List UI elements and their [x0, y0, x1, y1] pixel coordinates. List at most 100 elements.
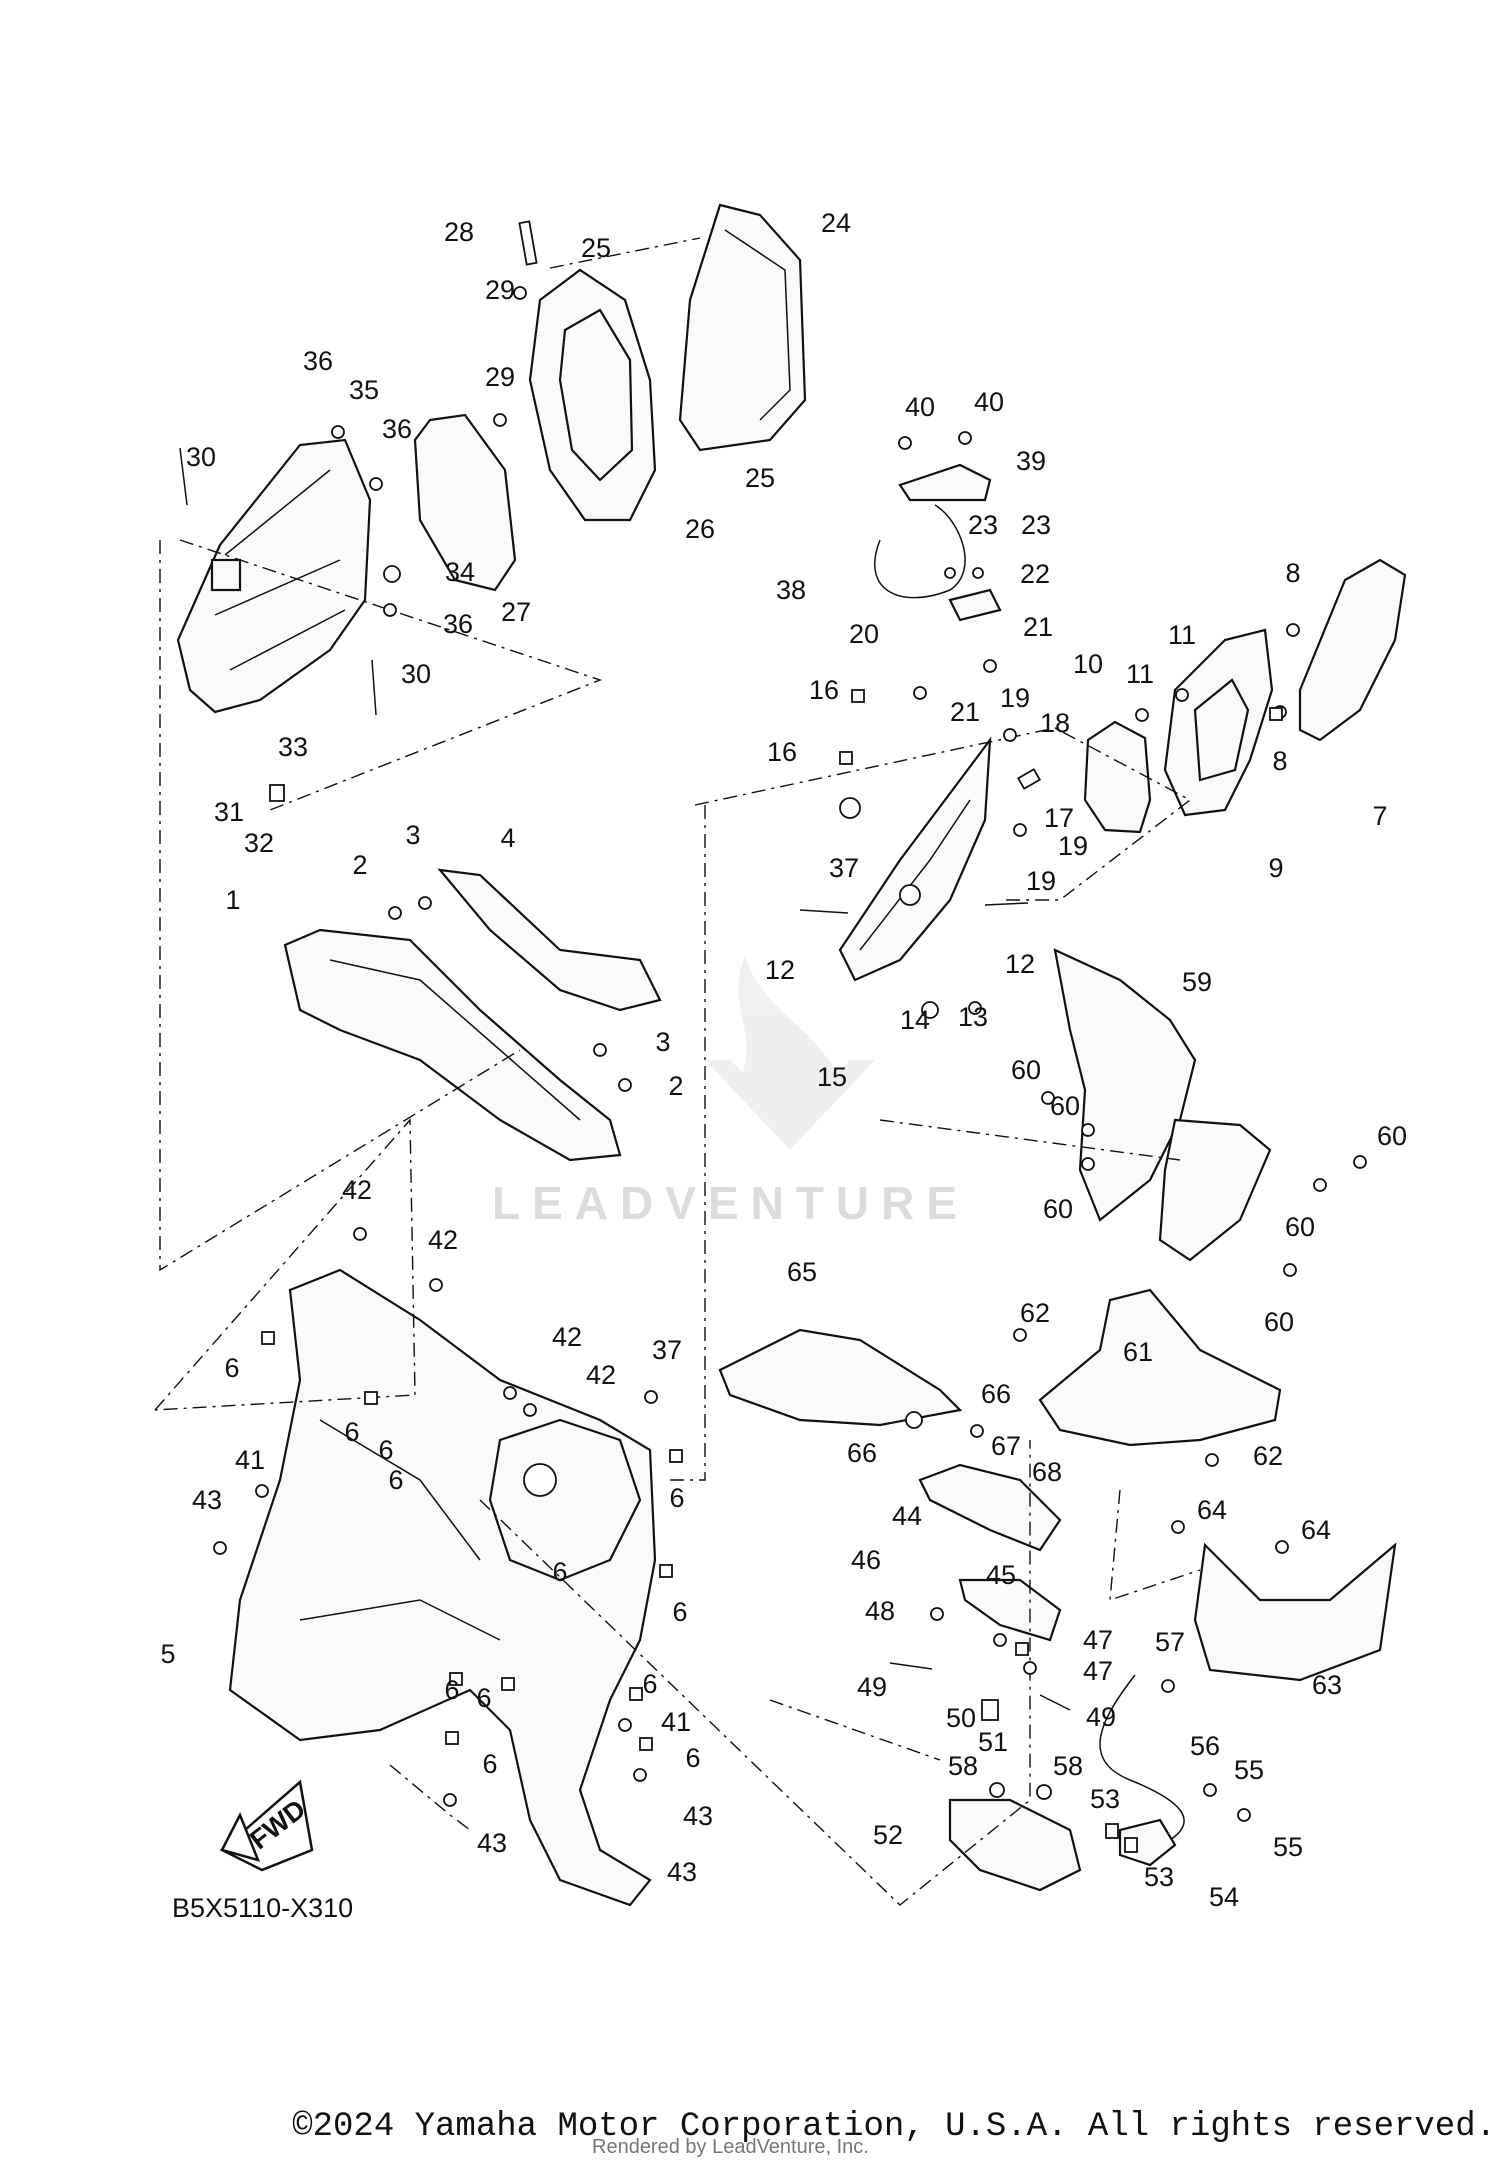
part-38-cable	[874, 504, 966, 599]
callout-42: 42	[552, 1322, 582, 1352]
callout-22: 22	[1020, 559, 1050, 589]
callout-56: 56	[1190, 1731, 1220, 1761]
part-28-pin	[518, 220, 538, 266]
callout-52: 52	[873, 1820, 903, 1850]
callout-15: 15	[817, 1062, 847, 1092]
callout-43: 43	[477, 1828, 507, 1858]
part-7-cover	[1298, 558, 1407, 742]
callout-49: 49	[1086, 1702, 1116, 1732]
callout-68: 68	[1032, 1457, 1062, 1487]
part-24-panel	[678, 203, 807, 452]
callout-28: 28	[444, 217, 474, 247]
callout-29: 29	[485, 275, 515, 305]
part-39-bracket	[898, 463, 992, 502]
callout-31: 31	[214, 797, 244, 827]
callout-46: 46	[851, 1545, 881, 1575]
callout-18: 18	[1040, 708, 1070, 738]
fwd-arrow-icon: FWD	[219, 1779, 314, 1872]
callout-8: 8	[1285, 558, 1300, 588]
callout-27: 27	[501, 597, 531, 627]
callout-60: 60	[1050, 1091, 1080, 1121]
callout-42: 42	[586, 1360, 616, 1390]
part-56-harness	[1099, 1674, 1185, 1841]
callout-29: 29	[485, 362, 515, 392]
callout-23: 23	[1021, 510, 1051, 540]
callout-6: 6	[669, 1483, 684, 1513]
part-1-bracket	[283, 928, 622, 1162]
callout-41: 41	[235, 1445, 265, 1475]
callout-6: 6	[444, 1675, 459, 1705]
callout-64: 64	[1197, 1495, 1227, 1525]
callout-16: 16	[767, 737, 797, 767]
watermark: LEADVENTURE	[492, 1177, 970, 1229]
callout-19: 19	[1000, 683, 1030, 713]
callout-11: 11	[1168, 620, 1196, 650]
callout-12: 12	[765, 955, 795, 985]
callout-5: 5	[160, 1639, 175, 1669]
part-61-cover	[1038, 1288, 1282, 1447]
callout-42: 42	[342, 1175, 372, 1205]
callout-30: 30	[401, 659, 431, 689]
callout-36: 36	[443, 609, 473, 639]
callout-63: 63	[1312, 1670, 1342, 1700]
callout-67: 67	[991, 1431, 1021, 1461]
part-54-bracket	[1118, 1818, 1177, 1867]
part-52-cover	[948, 1798, 1082, 1892]
callout-6: 6	[642, 1669, 657, 1699]
part-63-panel	[1193, 1542, 1397, 1682]
callout-17: 17	[1044, 803, 1074, 833]
callout-59: 59	[1182, 967, 1212, 997]
callout-6: 6	[552, 1557, 567, 1587]
callout-6: 6	[388, 1465, 403, 1495]
copyright-notice: ©2024 Yamaha Motor Corporation, U.S.A. A…	[292, 2108, 1496, 2146]
part-26-frame	[528, 268, 657, 522]
part-22-bracket	[948, 588, 1002, 622]
callout-62: 62	[1253, 1441, 1283, 1471]
callout-37: 37	[652, 1335, 682, 1365]
callout-54: 54	[1209, 1882, 1239, 1912]
hardware-fasteners	[179, 286, 1367, 1853]
part-65-panel	[718, 1328, 963, 1427]
callout-66: 66	[981, 1379, 1011, 1409]
callout-8: 8	[1272, 746, 1287, 776]
callout-53: 53	[1144, 1862, 1174, 1892]
callout-13: 13	[958, 1002, 988, 1032]
part-10-gasket	[1083, 720, 1152, 834]
callout-25: 25	[745, 463, 775, 493]
leadventure-logo-icon	[705, 955, 875, 1150]
callout-6: 6	[476, 1683, 491, 1713]
callout-6: 6	[672, 1597, 687, 1627]
callout-6: 6	[224, 1353, 239, 1383]
rendered-by-notice: Rendered by LeadVenture, Inc.	[592, 2136, 869, 2158]
callout-11: 11	[1126, 659, 1154, 689]
callout-32: 32	[244, 828, 274, 858]
callout-12: 12	[1005, 949, 1035, 979]
callout-47: 47	[1083, 1625, 1113, 1655]
callout-14: 14	[900, 1005, 930, 1035]
part-68-cover	[918, 1463, 1062, 1552]
callout-43: 43	[683, 1801, 713, 1831]
callout-55: 55	[1273, 1832, 1303, 1862]
callout-60: 60	[1285, 1212, 1315, 1242]
callout-33: 33	[278, 732, 308, 762]
callout-4: 4	[500, 823, 515, 853]
callout-30: 30	[186, 442, 216, 472]
callout-45: 45	[986, 1560, 1016, 1590]
callout-21: 21	[950, 697, 980, 727]
callout-36: 36	[382, 414, 412, 444]
callout-19: 19	[1058, 831, 1088, 861]
callout-48: 48	[865, 1596, 895, 1626]
part-4-trim	[437, 868, 662, 1012]
callout-58: 58	[1053, 1751, 1083, 1781]
part-33-cover	[176, 438, 372, 714]
callout-1: 1	[225, 885, 240, 915]
callout-43: 43	[667, 1857, 697, 1887]
callout-66: 66	[847, 1438, 877, 1468]
callout-42: 42	[428, 1225, 458, 1255]
callout-60: 60	[1011, 1055, 1041, 1085]
drawing-code: B5X5110-X310	[172, 1893, 354, 1923]
callout-20: 20	[849, 619, 879, 649]
callout-2: 2	[352, 850, 367, 880]
